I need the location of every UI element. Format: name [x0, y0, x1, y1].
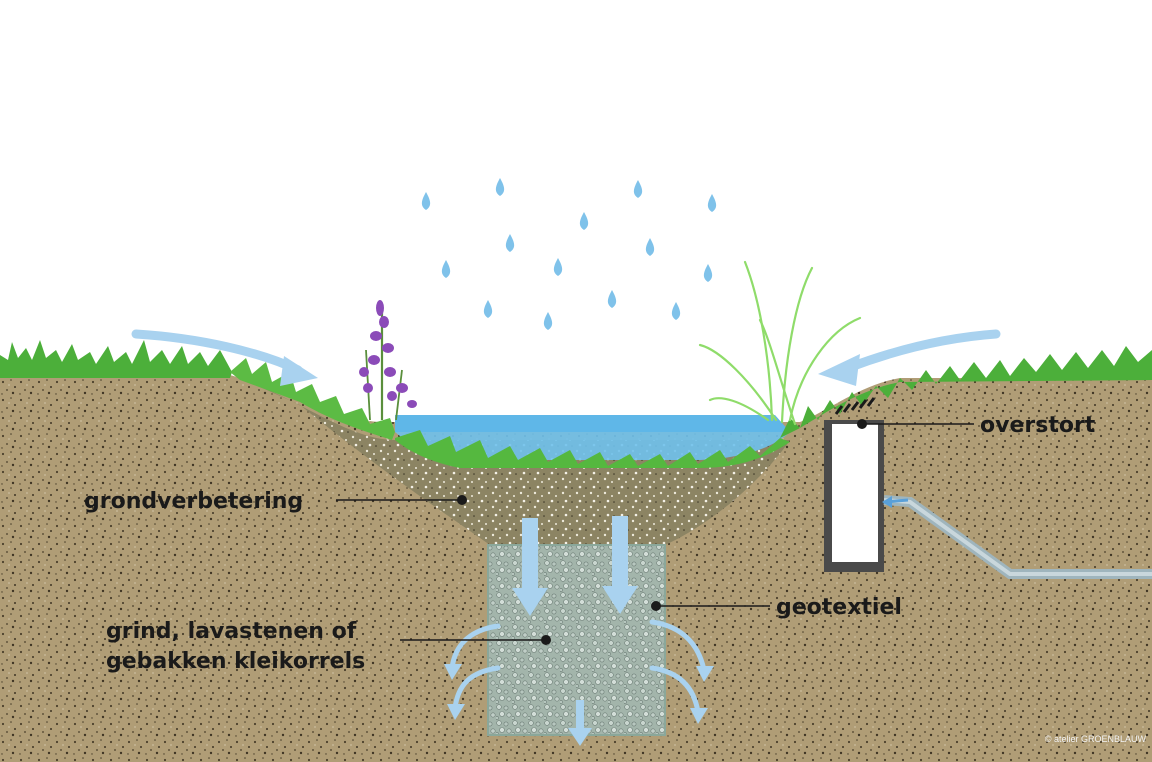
water-body — [395, 432, 790, 460]
label-fill-line-2: gebakken kleikorrels — [106, 649, 365, 674]
runoff-arrow-left — [131, 329, 318, 386]
seepage-arrowheads — [444, 664, 714, 724]
rain-drops — [421, 178, 717, 330]
grass-right — [780, 346, 1152, 438]
water-surface — [395, 415, 790, 432]
drainage-pipe — [882, 495, 1152, 579]
grass-left — [0, 340, 395, 440]
label-grondverbetering: grondverbetering — [84, 489, 303, 514]
infiltration-arrows — [512, 516, 638, 746]
label-fill-line-1: grind, lavastenen of — [106, 619, 357, 644]
grass-bottom — [395, 430, 790, 468]
flower-plant-icon — [359, 300, 417, 421]
label-geotextiel: geotextiel — [776, 595, 902, 620]
seepage-arrows — [449, 619, 707, 715]
leader-lines — [336, 423, 974, 641]
label-overstort: overstort — [980, 413, 1096, 438]
copyright-text: © atelier GROENBLAUW — [1045, 734, 1147, 744]
overflow-structure — [824, 397, 884, 572]
tall-grass-icon — [698, 260, 862, 426]
runoff-arrow-right — [818, 329, 1001, 386]
leader-dots — [457, 419, 867, 645]
